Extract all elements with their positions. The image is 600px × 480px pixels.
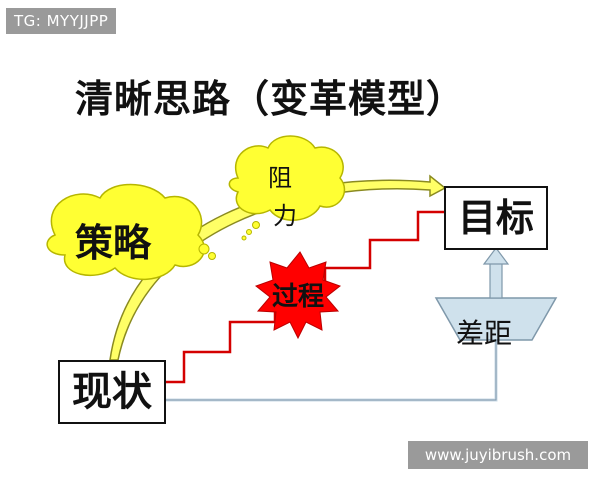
tg-badge: TG: MYYJJPP — [6, 8, 117, 34]
strategy-label: 策略 — [75, 221, 152, 265]
gap-connector-line — [162, 340, 498, 402]
goal-box: 目标 — [444, 186, 548, 250]
watermark: www.juyibrush.com — [408, 441, 588, 469]
arrow-up-icon — [482, 247, 510, 299]
gap-label: 差距 — [456, 317, 513, 350]
gap-funnel — [434, 297, 558, 341]
strategy-cloud — [46, 183, 216, 281]
process-starburst — [254, 251, 342, 340]
resistance-label-line1: 阻 — [268, 164, 292, 192]
process-label: 过程 — [272, 282, 325, 312]
resistance-cloud — [228, 135, 346, 241]
resistance-label-line2: 力 — [273, 202, 297, 230]
current-state-box: 现状 — [58, 360, 166, 424]
page-title: 清晰思路（变革模型） — [75, 77, 466, 121]
